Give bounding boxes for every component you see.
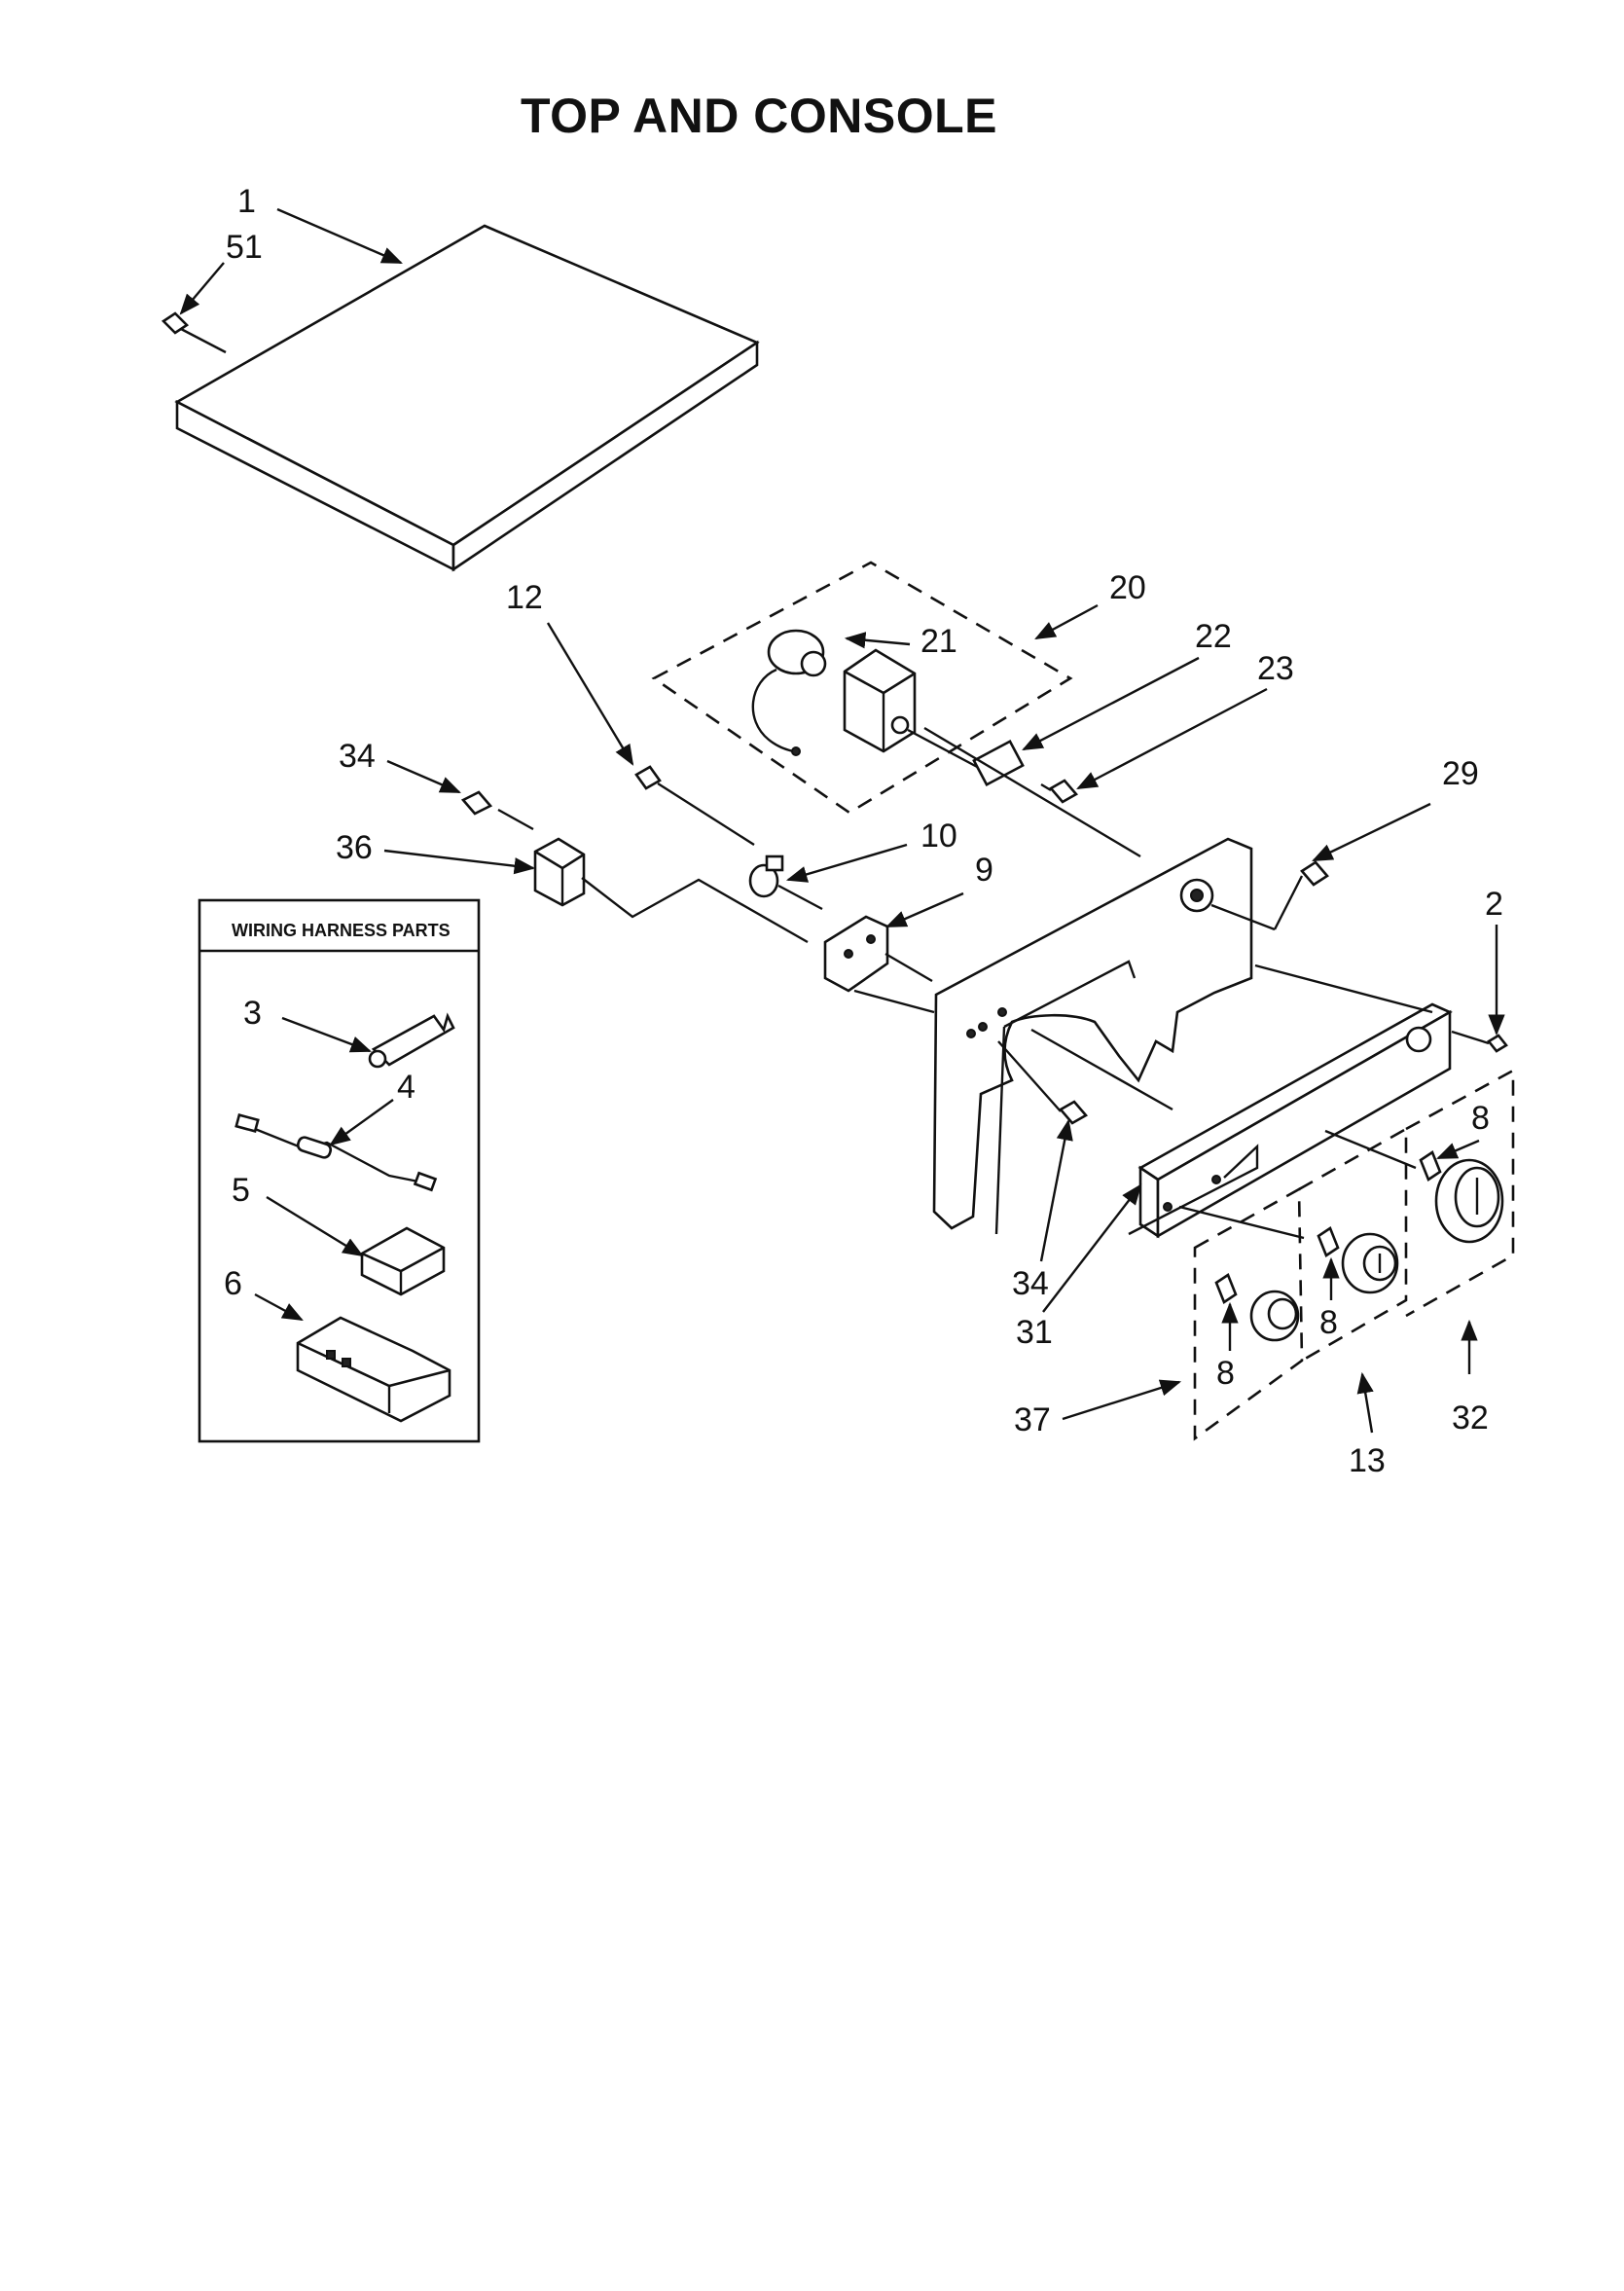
callout-31: 31 (1016, 1314, 1053, 1351)
top-panel-part (174, 224, 760, 572)
screw-34-part (460, 790, 493, 816)
knob-37-part (1214, 1273, 1300, 1342)
wiring-harness-label: WIRING HARNESS PARTS (232, 921, 451, 940)
callout-51: 51 (226, 229, 263, 266)
knob-13-part (1317, 1226, 1399, 1294)
control-panel-part (1137, 1002, 1453, 1239)
timer-assembly-box (651, 561, 1079, 815)
wiring-harness-box (198, 898, 481, 1443)
callout-3: 3 (243, 995, 262, 1032)
screw-34b-part (1058, 1100, 1089, 1125)
wiring-lines (497, 726, 1490, 1112)
harness-4-part (235, 1113, 438, 1192)
screw-12-part (634, 765, 662, 790)
callout-29: 29 (1442, 755, 1479, 792)
callout-5: 5 (232, 1172, 250, 1209)
screw-23-part (1040, 779, 1079, 804)
callout-9: 9 (975, 852, 993, 889)
callout-32: 32 (1452, 1400, 1489, 1436)
timer-motor-part (751, 629, 827, 756)
callout-22: 22 (1195, 618, 1232, 655)
callout-12: 12 (506, 579, 543, 616)
callout-8-middle: 8 (1319, 1304, 1338, 1341)
connector-5-part (360, 1226, 446, 1296)
leader-lines (179, 207, 1505, 1434)
screw-29-part (1300, 860, 1329, 887)
knob-boxes (1128, 1068, 1515, 1441)
callout-13: 13 (1349, 1442, 1386, 1479)
callout-8-left: 8 (1216, 1355, 1235, 1392)
bracket-9-part (823, 915, 889, 993)
callout-10: 10 (920, 818, 957, 855)
callout-37: 37 (1014, 1401, 1051, 1438)
callout-2: 2 (1485, 886, 1503, 923)
screw-51-part (161, 311, 227, 354)
console-back-panel-part (932, 837, 1253, 1235)
connector-block-6-part (296, 1316, 451, 1423)
callout-1: 1 (237, 183, 256, 220)
callout-6: 6 (224, 1265, 242, 1302)
callout-4: 4 (397, 1069, 415, 1106)
callout-20: 20 (1109, 569, 1146, 606)
callout-36: 36 (336, 829, 373, 866)
callout-8-right: 8 (1471, 1100, 1490, 1137)
thermostat-10-part (748, 855, 784, 898)
switch-36-part (533, 837, 586, 907)
timer-part (843, 648, 1025, 786)
callout-21: 21 (920, 623, 957, 660)
callout-34-bottom: 34 (1012, 1265, 1049, 1302)
callout-34-top: 34 (339, 738, 376, 775)
page-title: TOP AND CONSOLE (521, 89, 997, 143)
screw-2-part (1487, 1034, 1508, 1053)
terminal-3-part (368, 1012, 455, 1069)
knob-32-part (1419, 1150, 1504, 1244)
callout-23: 23 (1257, 650, 1294, 687)
